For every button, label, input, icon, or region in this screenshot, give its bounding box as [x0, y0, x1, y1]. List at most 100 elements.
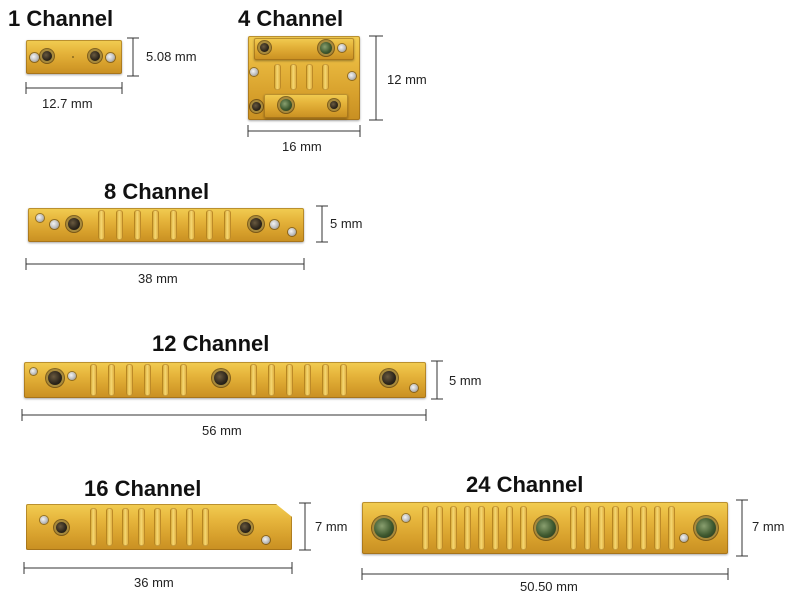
label-4ch-width: 16 mm	[282, 139, 322, 154]
screw-icon	[36, 214, 44, 222]
slot	[450, 506, 457, 550]
screw-icon	[288, 228, 296, 236]
slot	[322, 64, 329, 90]
slot	[154, 508, 161, 546]
slot	[436, 506, 443, 550]
screw-icon	[30, 53, 39, 62]
screw-icon	[402, 514, 410, 522]
pin-icon	[42, 51, 52, 61]
pin-icon	[330, 101, 338, 109]
screw-icon	[250, 68, 258, 76]
label-16ch-height: 7 mm	[315, 519, 348, 534]
slot	[170, 210, 177, 240]
slot	[478, 506, 485, 550]
slot	[144, 364, 151, 396]
slot	[340, 364, 347, 396]
slot	[90, 508, 97, 546]
slot	[268, 364, 275, 396]
title-16-channel: 16 Channel	[84, 476, 202, 501]
label-1ch-height: 5.08 mm	[146, 49, 197, 64]
slot	[422, 506, 429, 550]
slot	[598, 506, 605, 550]
slot	[654, 506, 661, 550]
slot	[126, 364, 133, 396]
slot	[304, 364, 311, 396]
dot-icon	[72, 56, 74, 58]
slot	[322, 364, 329, 396]
slot	[116, 210, 123, 240]
label-12ch-width: 56 mm	[202, 423, 242, 438]
slot	[274, 64, 281, 90]
module-4-channel-bottom-plate	[264, 94, 348, 118]
slot	[108, 364, 115, 396]
label-1ch-width: 12.7 mm	[42, 96, 93, 111]
screw-icon	[50, 220, 59, 229]
label-8ch-width: 38 mm	[138, 271, 178, 286]
slot	[626, 506, 633, 550]
label-8ch-height: 5 mm	[330, 216, 363, 231]
slot	[506, 506, 513, 550]
pin-icon	[696, 518, 716, 538]
slot	[90, 364, 97, 396]
slot	[180, 364, 187, 396]
screw-icon	[338, 44, 346, 52]
title-24-channel: 24 Channel	[466, 472, 584, 497]
slot	[492, 506, 499, 550]
slot	[290, 64, 297, 90]
slot	[134, 210, 141, 240]
slot	[286, 364, 293, 396]
pin-icon	[320, 42, 332, 54]
slot	[640, 506, 647, 550]
screw-icon	[680, 534, 688, 542]
slot	[170, 508, 177, 546]
pin-icon	[48, 371, 62, 385]
title-12-channel: 12 Channel	[152, 331, 270, 356]
slot	[162, 364, 169, 396]
title-1-channel: 1 Channel	[8, 6, 114, 31]
screw-icon	[348, 72, 356, 80]
slot	[202, 508, 209, 546]
pin-icon	[250, 218, 262, 230]
label-4ch-height: 12 mm	[387, 72, 427, 87]
slot	[152, 210, 159, 240]
pin-icon	[56, 522, 67, 533]
pin-icon	[252, 102, 261, 111]
module-12-channel	[24, 362, 426, 398]
pin-icon	[280, 99, 292, 111]
pin-icon	[374, 518, 394, 538]
slot	[250, 364, 257, 396]
slot	[122, 508, 129, 546]
slot	[584, 506, 591, 550]
label-24ch-height: 7 mm	[752, 519, 785, 534]
slot	[306, 64, 313, 90]
slot	[188, 210, 195, 240]
module-4-channel-top-plate	[254, 38, 354, 60]
pin-icon	[68, 218, 80, 230]
pin-icon	[260, 43, 269, 52]
screw-icon	[106, 53, 115, 62]
slot	[224, 210, 231, 240]
module-24-channel	[362, 502, 728, 554]
slot	[570, 506, 577, 550]
slot	[186, 508, 193, 546]
screw-icon	[68, 372, 76, 380]
slot	[668, 506, 675, 550]
module-8-channel	[28, 208, 304, 242]
module-1-channel	[26, 40, 122, 74]
pin-icon	[536, 518, 556, 538]
slot	[98, 210, 105, 240]
screw-icon	[410, 384, 418, 392]
module-16-channel	[26, 504, 292, 550]
slot	[106, 508, 113, 546]
pin-icon	[214, 371, 228, 385]
label-16ch-width: 36 mm	[134, 575, 174, 590]
module-4-channel	[248, 36, 360, 120]
screw-icon	[40, 516, 48, 524]
title-8-channel: 8 Channel	[104, 179, 210, 204]
slot	[138, 508, 145, 546]
slot	[464, 506, 471, 550]
screw-icon	[262, 536, 270, 544]
slot	[206, 210, 213, 240]
pin-icon	[90, 51, 100, 61]
